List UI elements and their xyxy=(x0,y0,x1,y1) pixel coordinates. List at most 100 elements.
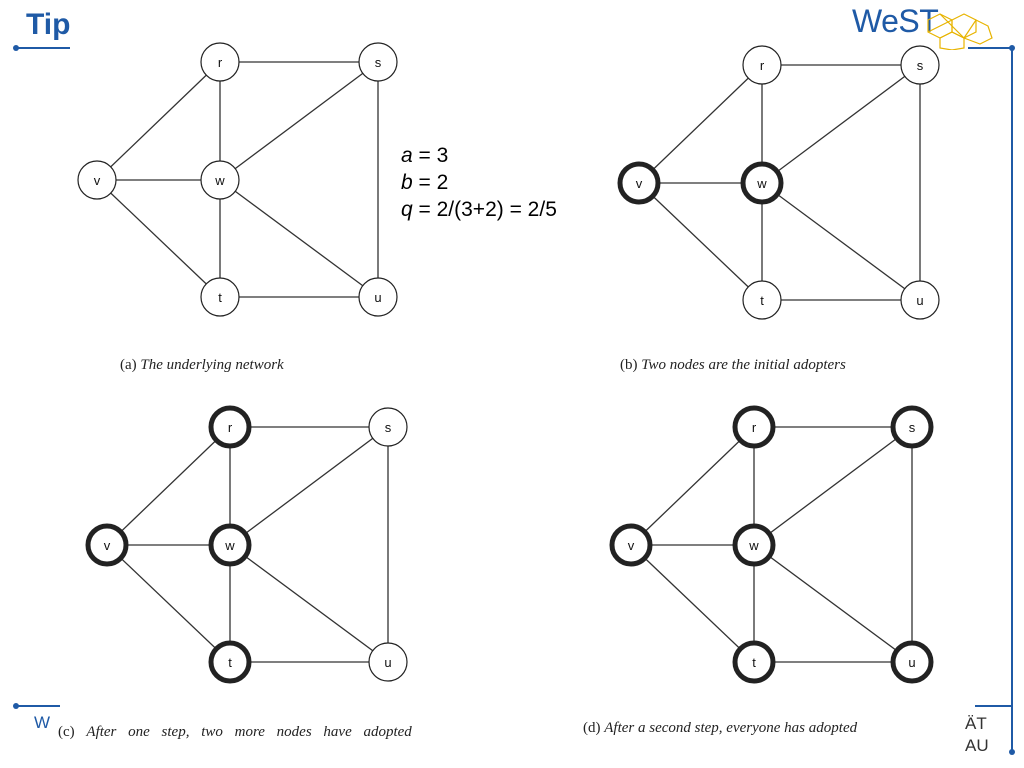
node-circle xyxy=(200,42,240,82)
edge-v-r xyxy=(638,64,763,184)
edge-w-u xyxy=(229,544,389,663)
node-circle xyxy=(368,642,408,682)
adopter-node-circle xyxy=(208,640,252,684)
west-logo: WeST xyxy=(852,3,939,39)
node-label: v xyxy=(104,538,111,553)
edge-v-t xyxy=(106,544,231,663)
caption-a: (a) The underlying network xyxy=(120,357,284,373)
adopter-node-circle xyxy=(732,405,776,449)
node-circle xyxy=(358,277,398,317)
node-label: v xyxy=(94,173,101,188)
node-u: u xyxy=(368,642,408,682)
node-label: u xyxy=(908,655,915,670)
node-circle xyxy=(358,42,398,82)
node-v: v xyxy=(85,523,129,567)
adopter-node-circle xyxy=(208,405,252,449)
param-a: a = 3 xyxy=(401,144,449,167)
node-w: w xyxy=(740,161,784,205)
edge-w-s xyxy=(219,61,379,181)
edge-v-r xyxy=(630,426,755,546)
node-label: w xyxy=(756,176,767,191)
edge-w-u xyxy=(219,179,379,298)
node-label: r xyxy=(228,420,233,435)
threshold-parameters: a = 3 b = 2 q = 2/(3+2) = 2/5 xyxy=(401,142,557,223)
node-label: t xyxy=(218,290,222,305)
network-logo-icon xyxy=(927,13,993,50)
node-t: t xyxy=(208,640,252,684)
node-w: w xyxy=(732,523,776,567)
network-panel-b: r s v w t u xyxy=(617,45,940,320)
adopter-node-circle xyxy=(890,640,934,684)
node-label: r xyxy=(218,55,223,70)
node-label: r xyxy=(760,58,765,73)
adopter-node-circle xyxy=(617,161,661,205)
node-label: u xyxy=(384,655,391,670)
node-u: u xyxy=(358,277,398,317)
node-label: w xyxy=(214,173,225,188)
edge-w-s xyxy=(229,426,389,546)
node-v: v xyxy=(617,161,661,205)
edge-w-s xyxy=(753,426,913,546)
node-label: s xyxy=(375,55,382,70)
caption-c: (c) After one step, two more nodes have … xyxy=(58,724,412,740)
caption-d: (d) After a second step, everyone has ad… xyxy=(583,720,858,736)
node-v: v xyxy=(77,160,117,200)
node-s: s xyxy=(890,405,934,449)
node-label: v xyxy=(628,538,635,553)
edge-v-t xyxy=(96,179,221,298)
node-label: s xyxy=(385,420,392,435)
caption-b: (b) Two nodes are the initial adopters xyxy=(620,357,846,373)
node-circle xyxy=(742,45,782,85)
node-t: t xyxy=(732,640,776,684)
node-label: r xyxy=(752,420,757,435)
node-r: r xyxy=(208,405,252,449)
node-circle xyxy=(77,160,117,200)
edge-w-u xyxy=(761,182,921,301)
node-w: w xyxy=(208,523,252,567)
footer-right-text: ÄT AU xyxy=(965,714,989,755)
node-r: r xyxy=(742,45,782,85)
edge-v-t xyxy=(630,544,755,663)
adopter-node-circle xyxy=(732,640,776,684)
network-panel-c: r s v w t u xyxy=(85,405,408,684)
node-s: s xyxy=(368,407,408,447)
node-t: t xyxy=(200,277,240,317)
node-label: s xyxy=(909,420,916,435)
node-u: u xyxy=(890,640,934,684)
node-label: w xyxy=(748,538,759,553)
param-q: q = 2/(3+2) = 2/5 xyxy=(401,198,557,221)
footer-left-text: W xyxy=(34,713,51,732)
slide-title: Tip xyxy=(26,8,71,41)
node-label: t xyxy=(760,293,764,308)
node-w: w xyxy=(200,160,240,200)
network-panel-d: r s v w t u xyxy=(609,405,934,684)
edge-v-r xyxy=(106,426,231,546)
edge-v-r xyxy=(96,61,221,181)
adopter-node-circle xyxy=(208,523,252,567)
edge-v-t xyxy=(638,182,763,301)
node-v: v xyxy=(609,523,653,567)
node-r: r xyxy=(732,405,776,449)
adopter-node-circle xyxy=(740,161,784,205)
adopter-node-circle xyxy=(85,523,129,567)
node-label: t xyxy=(228,655,232,670)
edge-w-u xyxy=(753,544,913,663)
edge-w-s xyxy=(761,64,921,184)
node-label: s xyxy=(917,58,924,73)
node-t: t xyxy=(742,280,782,320)
node-label: u xyxy=(916,293,923,308)
node-u: u xyxy=(900,280,940,320)
node-circle xyxy=(900,280,940,320)
node-label: t xyxy=(752,655,756,670)
node-circle xyxy=(200,277,240,317)
adopter-node-circle xyxy=(732,523,776,567)
node-circle xyxy=(200,160,240,200)
node-label: u xyxy=(374,290,381,305)
node-label: w xyxy=(224,538,235,553)
node-circle xyxy=(368,407,408,447)
node-circle xyxy=(900,45,940,85)
adopter-node-circle xyxy=(890,405,934,449)
node-label: v xyxy=(636,176,643,191)
node-circle xyxy=(742,280,782,320)
node-s: s xyxy=(900,45,940,85)
